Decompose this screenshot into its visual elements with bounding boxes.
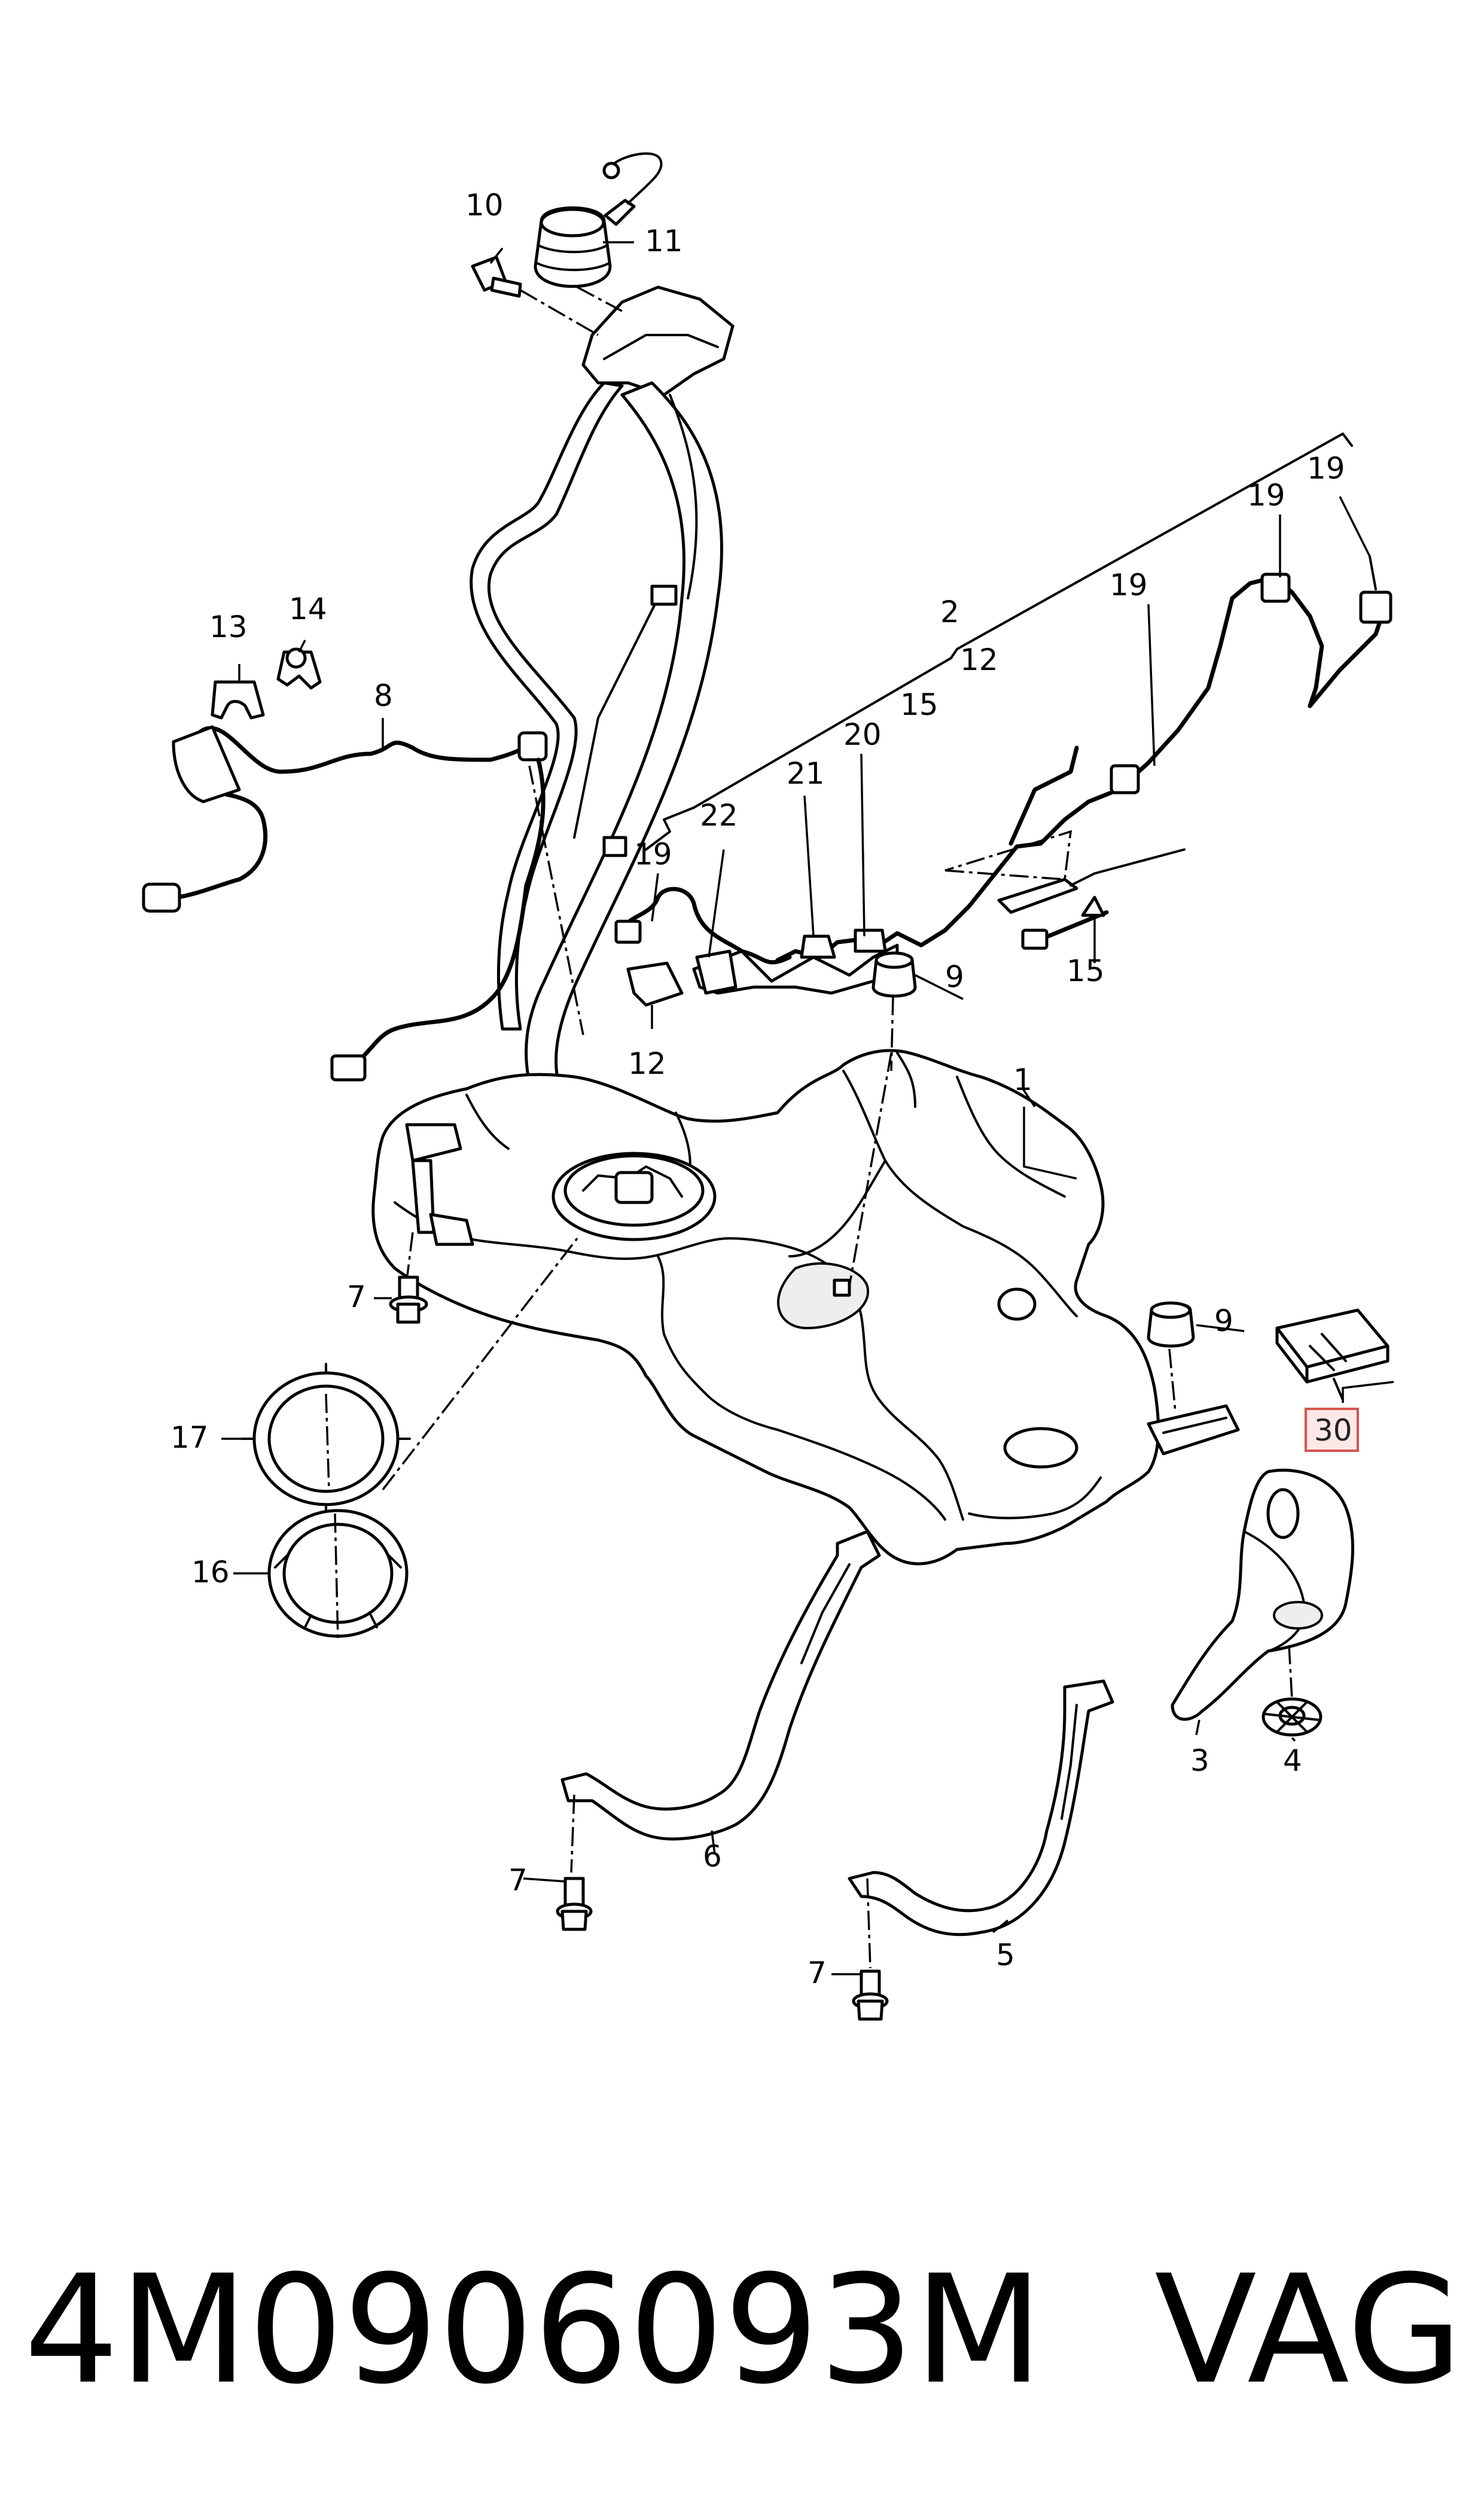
callout-16: 16 bbox=[191, 1555, 230, 1590]
callout-30: 30 bbox=[1314, 1413, 1352, 1448]
callout-3: 3 bbox=[1190, 1743, 1209, 1778]
brand-name: VAG bbox=[1154, 2243, 1463, 2417]
callout-20: 20 bbox=[843, 717, 882, 752]
callout-19: 19 bbox=[1307, 451, 1345, 486]
seal-ring-16 bbox=[267, 1509, 409, 1640]
callout-labels: 1 2 3 4 5 6 7 7 7 7 8 9 9 10 11 12 12 13… bbox=[170, 188, 1345, 1990]
screw-10 bbox=[471, 255, 599, 336]
callout-9: 9 bbox=[1214, 1304, 1233, 1338]
wiring-harness bbox=[614, 433, 1392, 1007]
callout-2: 2 bbox=[940, 595, 959, 629]
locking-ring-17 bbox=[241, 1363, 411, 1515]
bolt-7-strap6 bbox=[556, 1877, 593, 1931]
callout-1: 1 bbox=[1013, 1062, 1032, 1097]
callout-22: 22 bbox=[700, 798, 738, 833]
hose-8 bbox=[142, 725, 584, 1082]
callout-12: 12 bbox=[960, 643, 998, 677]
leader-lines bbox=[221, 241, 1394, 1975]
callout-6: 6 bbox=[703, 1839, 722, 1874]
part-number: 4M0906093M bbox=[24, 2243, 1043, 2417]
pump-axis-line bbox=[382, 1237, 578, 1491]
callout-7: 7 bbox=[347, 1280, 366, 1314]
callout-14: 14 bbox=[289, 592, 327, 626]
callout-30-highlight: 30 bbox=[1305, 1408, 1359, 1452]
callout-17: 17 bbox=[170, 1420, 209, 1455]
callout-11: 11 bbox=[645, 224, 683, 258]
rubber-mount-9-lower bbox=[1147, 1301, 1240, 1456]
nut-4 bbox=[1261, 1645, 1323, 1737]
callout-21: 21 bbox=[787, 756, 825, 791]
control-unit-30 bbox=[1275, 1308, 1389, 1401]
callout-7: 7 bbox=[508, 1863, 528, 1898]
callout-19: 19 bbox=[1110, 568, 1148, 602]
fuel-tank bbox=[371, 1049, 1160, 1566]
callout-15: 15 bbox=[1066, 954, 1105, 988]
rubber-mount-9-upper bbox=[871, 951, 917, 1071]
strap-5 bbox=[848, 1679, 1114, 1969]
callout-12: 12 bbox=[628, 1046, 666, 1081]
strap-6 bbox=[560, 1530, 881, 1873]
heat-shield-3 bbox=[1171, 1469, 1354, 1721]
callout-19: 19 bbox=[634, 837, 672, 872]
callout-13: 13 bbox=[209, 610, 248, 644]
callout-19: 19 bbox=[1247, 478, 1285, 513]
callout-8: 8 bbox=[374, 678, 393, 713]
filler-cap bbox=[534, 152, 663, 312]
callout-7: 7 bbox=[807, 1956, 827, 1990]
bolt-7-tank bbox=[389, 1232, 428, 1324]
highlight-box bbox=[1305, 1408, 1359, 1452]
clip-13 bbox=[211, 680, 265, 720]
clip-14 bbox=[276, 647, 322, 690]
callout-4: 4 bbox=[1283, 1743, 1302, 1778]
bolt-7-strap5 bbox=[852, 1969, 889, 2021]
callout-10: 10 bbox=[465, 188, 504, 223]
callout-15: 15 bbox=[900, 687, 938, 722]
callout-5: 5 bbox=[996, 1938, 1015, 1972]
filler-neck bbox=[470, 285, 735, 1097]
callout-9: 9 bbox=[945, 960, 964, 994]
